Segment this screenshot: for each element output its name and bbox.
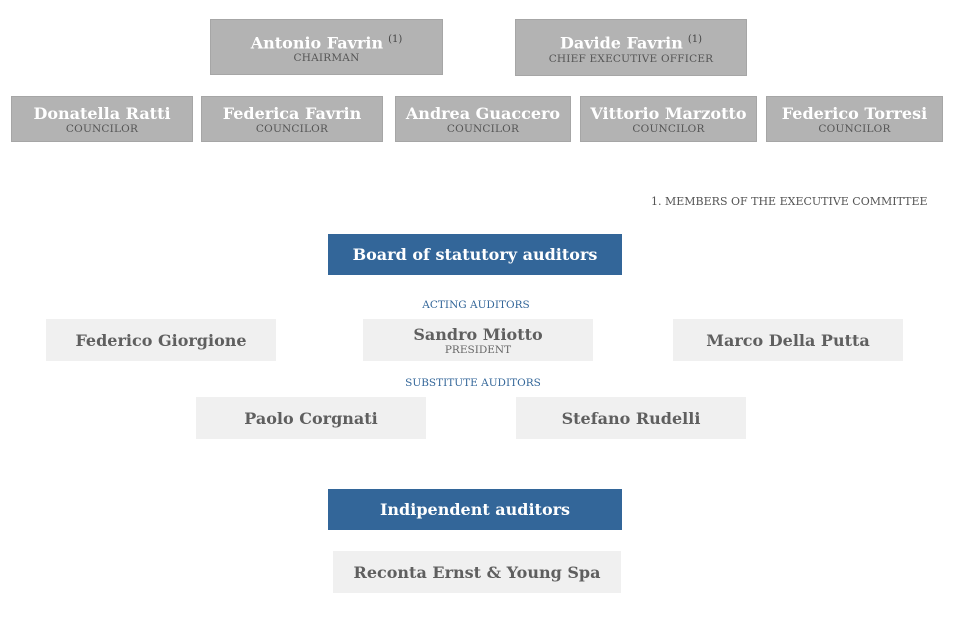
acting-auditors-label: ACTING AUDITORS bbox=[422, 299, 530, 311]
councilor-role: COUNCILOR bbox=[446, 122, 520, 135]
acting-auditor-name: Sandro Miotto bbox=[413, 324, 543, 344]
councilor-name: Vittorio Marzotto bbox=[590, 103, 747, 123]
substitute-auditor-name: Paolo Corgnati bbox=[244, 408, 378, 428]
independent-auditor-firm: Reconta Ernst & Young Spa bbox=[353, 562, 601, 582]
councilor-box: Federica Favrin COUNCILOR bbox=[201, 96, 383, 142]
chairman-name: Antonio Favrin bbox=[250, 33, 384, 53]
acting-auditor-name: Federico Giorgione bbox=[75, 330, 247, 350]
councilor-name: Donatella Ratti bbox=[33, 103, 171, 123]
substitute-auditor-name: Stefano Rudelli bbox=[561, 408, 701, 428]
councilor-role: COUNCILOR bbox=[632, 122, 705, 135]
independent-auditors-header: Indipendent auditors bbox=[328, 489, 622, 530]
ceo-box: Davide Favrin (1) CHIEF EXECUTIVE OFFICER bbox=[515, 19, 747, 76]
councilor-role: COUNCILOR bbox=[65, 122, 139, 135]
councilor-box: Andrea Guaccero COUNCILOR bbox=[395, 96, 571, 142]
councilor-box: Vittorio Marzotto COUNCILOR bbox=[580, 96, 757, 142]
ceo-role: CHIEF EXECUTIVE OFFICER bbox=[548, 52, 714, 65]
ceo-name-line: Davide Favrin (1) bbox=[559, 30, 702, 53]
statutory-auditors-header: Board of statutory auditors bbox=[328, 234, 622, 275]
executive-committee-footnote: 1. MEMBERS OF THE EXECUTIVE COMMITTEE bbox=[651, 195, 928, 208]
councilor-box: Federico Torresi COUNCILOR bbox=[766, 96, 943, 142]
substitute-auditors-label: SUBSTITUTE AUDITORS bbox=[405, 377, 541, 389]
councilor-name: Andrea Guaccero bbox=[405, 103, 561, 123]
independent-auditor-box: Reconta Ernst & Young Spa bbox=[333, 551, 621, 593]
councilor-name: Federico Torresi bbox=[781, 103, 928, 123]
councilor-box: Donatella Ratti COUNCILOR bbox=[11, 96, 193, 142]
ceo-name: Davide Favrin bbox=[559, 33, 683, 53]
acting-auditor-role: PRESIDENT bbox=[444, 343, 512, 356]
councilor-role: COUNCILOR bbox=[818, 122, 891, 135]
chairman-footnote-marker: (1) bbox=[388, 33, 403, 45]
acting-auditor-name: Marco Della Putta bbox=[706, 330, 870, 350]
chairman-box: Antonio Favrin (1) CHAIRMAN bbox=[210, 19, 443, 75]
acting-auditor-box: Marco Della Putta bbox=[673, 319, 903, 361]
acting-auditor-box: Sandro Miotto PRESIDENT bbox=[363, 319, 593, 361]
chairman-role: CHAIRMAN bbox=[293, 52, 360, 65]
independent-auditors-title: Indipendent auditors bbox=[379, 500, 571, 519]
councilor-name: Federica Favrin bbox=[222, 103, 362, 123]
statutory-auditors-title: Board of statutory auditors bbox=[352, 245, 598, 264]
acting-auditor-box: Federico Giorgione bbox=[46, 319, 276, 361]
substitute-auditor-box: Paolo Corgnati bbox=[196, 397, 426, 439]
chairman-name-line: Antonio Favrin (1) bbox=[251, 30, 403, 52]
substitute-auditor-box: Stefano Rudelli bbox=[516, 397, 746, 439]
councilor-role: COUNCILOR bbox=[255, 122, 329, 135]
ceo-footnote-marker: (1) bbox=[687, 34, 702, 46]
